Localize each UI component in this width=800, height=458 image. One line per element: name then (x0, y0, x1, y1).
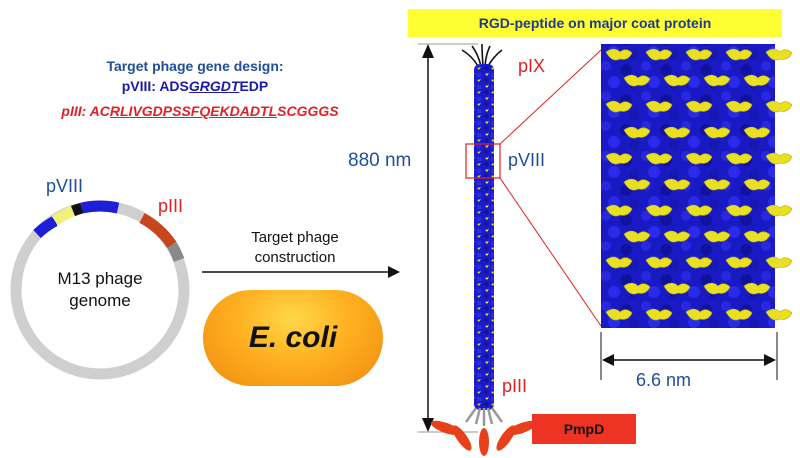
rgd-banner: RGD-peptide on major coat protein (408, 9, 782, 37)
rgd-peptide-bump (725, 256, 753, 269)
length-dimension-arrow (418, 43, 478, 433)
zoom-region-box (465, 143, 501, 179)
rgd-peptide-bump (703, 126, 731, 139)
rgd-peptide-bump (765, 152, 793, 165)
rgd-peptide-bump (703, 178, 731, 191)
rgd-peptide-bump (663, 230, 691, 243)
pix-tips (461, 43, 503, 67)
width-dimension-arrow (600, 332, 778, 380)
rgd-peptide-bump (765, 204, 793, 217)
pviii-label: pVIII (508, 150, 546, 170)
plasmid-label-line1: M13 phage (57, 269, 143, 288)
width-label: 6.6 nm (636, 370, 692, 390)
rgd-peptide-bump (685, 204, 713, 217)
rgd-peptide-bump (725, 100, 753, 113)
piii-label: pIII (502, 376, 528, 396)
length-label: 880 nm (348, 150, 412, 171)
rgd-peptide-bump (765, 48, 793, 61)
rgd-peptide-bump (703, 74, 731, 87)
construction-caption: Target phage construction (220, 228, 370, 268)
pviii-seq-prefix: pVIII: ADS (121, 78, 189, 94)
construction-arrow (202, 266, 400, 278)
rgd-peptide-bump (663, 74, 691, 87)
gene-design-title: Target phage gene design: (106, 58, 284, 74)
ecoli-capsule: E. coli (203, 290, 383, 386)
rgd-peptide-bump (623, 178, 651, 191)
plasmid-piii-label: pIII (158, 196, 184, 216)
pviii-seq-suffix: EDP (239, 78, 269, 94)
rgd-peptide-bump (743, 230, 771, 243)
plasmid-label-line2: genome (69, 291, 131, 310)
rgd-peptide-bump (743, 282, 771, 295)
rgd-peptide-bump (725, 48, 753, 61)
piii-pmpd-petals (430, 407, 538, 456)
rgd-peptide-bump (765, 100, 793, 113)
rgd-peptide-bump (605, 100, 633, 113)
piii-seq-prefix: pIII: AC (61, 103, 110, 119)
rgd-peptide-bump (743, 178, 771, 191)
rgd-peptide-bump (685, 308, 713, 321)
rgd-peptide-bump (623, 230, 651, 243)
pmpd-label-box: PmpD (532, 414, 636, 444)
rgd-peptide-bump (663, 126, 691, 139)
rgd-peptide-bump (605, 204, 633, 217)
rgd-peptide-bump (725, 204, 753, 217)
construction-line2: construction (254, 249, 336, 266)
rgd-peptide-bump (663, 178, 691, 191)
rgd-peptide-bump (685, 48, 713, 61)
pviii-sequence: pVIII: ADSGRGDTEDP (60, 78, 330, 94)
rgd-peptide-bump (605, 308, 633, 321)
rgd-peptide-bump (685, 100, 713, 113)
rgd-peptide-bump (725, 308, 753, 321)
rgd-peptide-bump (703, 230, 731, 243)
zoomed-coat (601, 44, 793, 328)
rgd-peptide-bump (743, 126, 771, 139)
piii-seq-suffix: SCGGGS (277, 103, 339, 119)
pix-label: pIX (518, 56, 546, 76)
rgd-peptide-bump (645, 204, 673, 217)
phage-filament (474, 64, 494, 410)
ecoli-label: E. coli (248, 321, 338, 354)
rgd-peptide-bump (685, 256, 713, 269)
rgd-peptide-bump (645, 100, 673, 113)
plasmid-ring (10, 200, 190, 380)
piii-seq-insert: RLIVGDPSSFQEKDADTL (109, 103, 278, 119)
rgd-peptide-bump (605, 152, 633, 165)
rgd-peptide-bump (645, 48, 673, 61)
plasmid-center-label: M13 phage genome (40, 268, 160, 312)
rgd-peptide-bump (645, 256, 673, 269)
rgd-peptide-bump (623, 282, 651, 295)
rgd-peptide-bump (623, 74, 651, 87)
rgd-peptide-bump (685, 152, 713, 165)
rgd-peptide-bump (605, 256, 633, 269)
rgd-peptide-bump (645, 152, 673, 165)
rgd-peptide-bump (765, 308, 793, 321)
rgd-peptide-bump (743, 74, 771, 87)
piii-sequence: pIII: ACRLIVGDPSSFQEKDADTLSCGGGS (0, 103, 400, 119)
rgd-peptide-bump (663, 282, 691, 295)
rgd-peptide-bump (645, 308, 673, 321)
rgd-peptide-bump (605, 48, 633, 61)
plasmid-pviii-label: pVIII (46, 176, 84, 196)
rgd-peptide-bump (765, 256, 793, 269)
rgd-peptide-bump (725, 152, 753, 165)
pviii-seq-insert: GRGDT (188, 78, 240, 94)
construction-line1: Target phage (251, 229, 339, 246)
rgd-peptide-bump (703, 282, 731, 295)
rgd-peptide-bump (623, 126, 651, 139)
